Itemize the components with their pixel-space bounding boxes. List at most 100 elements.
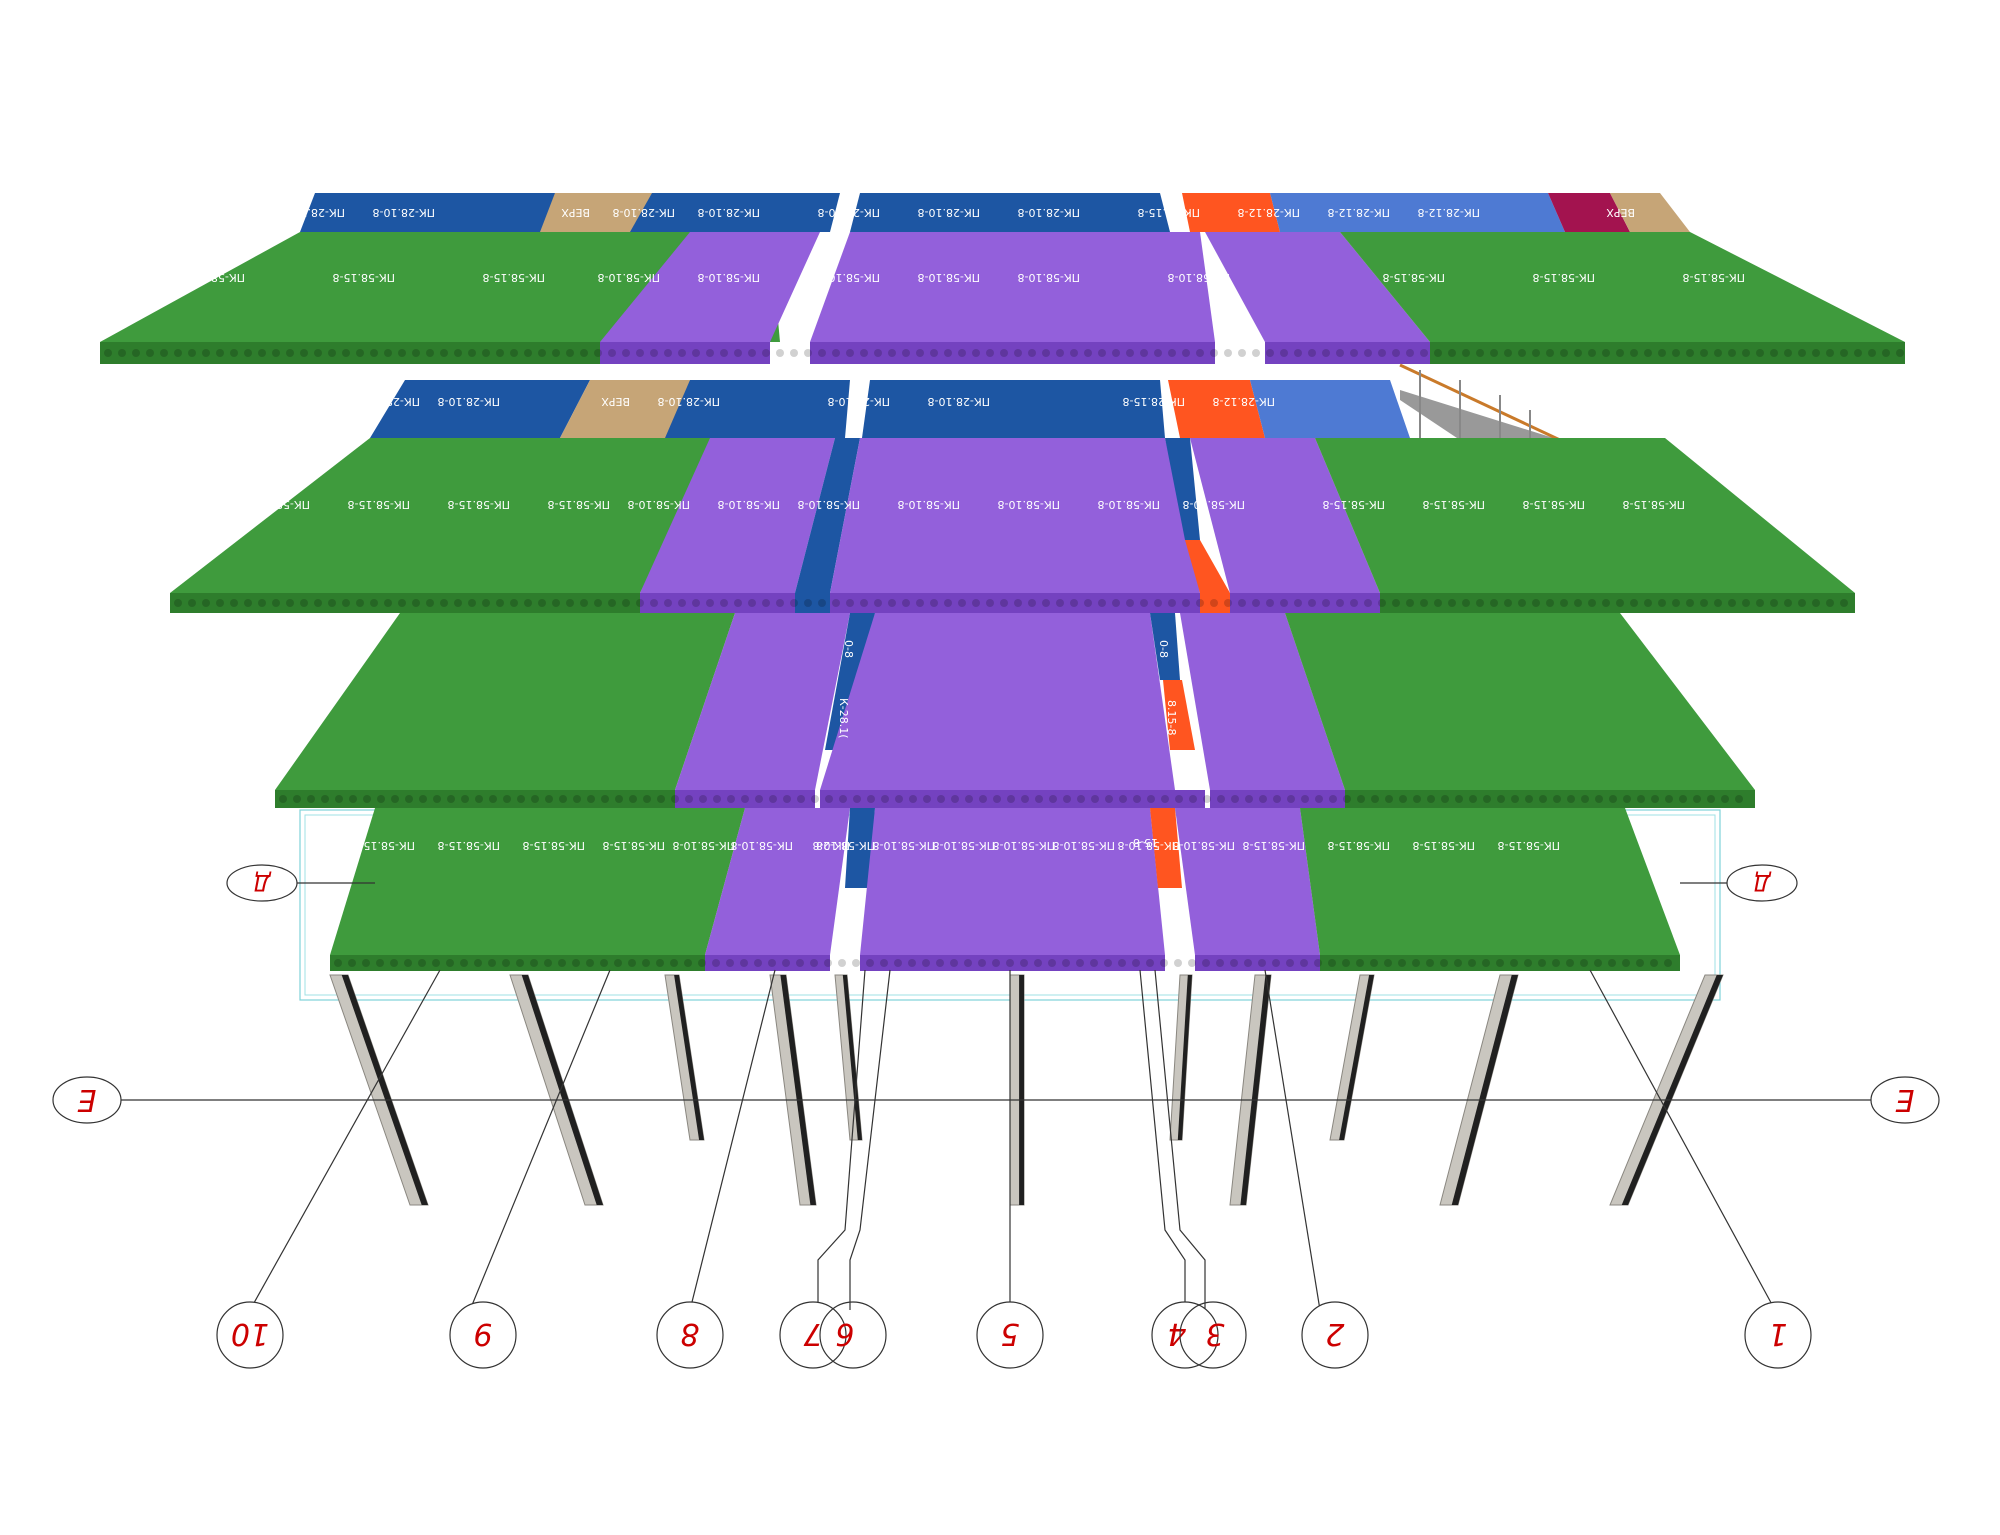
hollow-core: [769, 795, 777, 803]
hollow-core: [930, 349, 938, 357]
hollow-core: [1294, 349, 1302, 357]
hollow-core: [1532, 349, 1540, 357]
axis-lines: [115, 882, 1890, 1311]
hollow-core: [174, 349, 182, 357]
hollow-core: [1133, 795, 1141, 803]
slab-label: ПК-58.15-8: [602, 839, 665, 852]
hollow-core: [866, 959, 874, 967]
hollow-core: [1609, 795, 1617, 803]
slab-label: 8.15-8: [1165, 700, 1178, 735]
slab-label: ПК-28: [816, 839, 850, 852]
axis-bubble-col-7: 7: [779, 1301, 847, 1369]
hollow-core: [853, 795, 861, 803]
hollow-core: [1196, 599, 1204, 607]
hollow-core: [1077, 795, 1085, 803]
hollow-core: [286, 349, 294, 357]
hollow-cores: [104, 349, 1904, 357]
hollow-core: [685, 795, 693, 803]
column-shadow: [1451, 975, 1518, 1205]
axis-bubble-row-left-e: Е: [52, 1076, 122, 1124]
slab-label: ВЕРХ: [561, 206, 590, 219]
slab-label: ПК-28.12-8: [1212, 395, 1275, 408]
hollow-core: [482, 349, 490, 357]
hollow-core: [1525, 795, 1533, 803]
hollow-core: [1636, 959, 1644, 967]
hollow-core: [1398, 959, 1406, 967]
hollow-core: [1168, 349, 1176, 357]
hollow-core: [230, 349, 238, 357]
hollow-core: [1588, 599, 1596, 607]
axis-bubble-col-9: 9: [449, 1301, 517, 1369]
slab-label: ПК-58.15-8: [437, 839, 500, 852]
hollow-core: [1644, 349, 1652, 357]
hollow-core: [1196, 349, 1204, 357]
hollow-core: [1084, 349, 1092, 357]
hollow-core: [1084, 599, 1092, 607]
columns: [329, 974, 1724, 1206]
hollow-core: [1616, 599, 1624, 607]
hollow-core: [1259, 795, 1267, 803]
slab-edge: [810, 342, 1215, 364]
slab-label: ПК-58.10-8: [817, 271, 880, 284]
hollow-core: [1742, 349, 1750, 357]
hollow-core: [461, 795, 469, 803]
hollow-core: [1728, 599, 1736, 607]
hollow-core: [524, 599, 532, 607]
hollow-core: [1217, 795, 1225, 803]
hollow-core: [762, 599, 770, 607]
hollow-core: [1189, 795, 1197, 803]
column-shadow: [1240, 975, 1271, 1205]
column-shadow: [1177, 975, 1192, 1140]
hollow-core: [244, 599, 252, 607]
hollow-core: [552, 599, 560, 607]
slab-label: К-28.1(: [837, 698, 850, 739]
axis-bubble-col-5: 5: [976, 1301, 1044, 1369]
hollow-core: [1238, 349, 1246, 357]
axis-label: Д: [253, 869, 271, 894]
hollow-core: [1560, 349, 1568, 357]
hollow-core: [1714, 349, 1722, 357]
hollow-core: [622, 349, 630, 357]
hollow-core: [503, 795, 511, 803]
slab-edge: [1210, 790, 1345, 808]
slab-edge: [1430, 342, 1905, 364]
slab-label: ПК-58.10-8: [1052, 839, 1115, 852]
slab-green: [1285, 613, 1755, 790]
hollow-core: [1216, 959, 1224, 967]
hollow-core: [272, 349, 280, 357]
hollow-core: [1210, 599, 1218, 607]
slab-edge: [1195, 955, 1320, 971]
hollow-core: [1174, 959, 1182, 967]
hollow-core: [384, 599, 392, 607]
slab-label: ПК-28.10-8: [357, 395, 420, 408]
hollow-core: [1063, 795, 1071, 803]
hollow-core: [712, 959, 720, 967]
slab-label: ПК-58.15-8: [522, 839, 585, 852]
hollow-core: [1665, 795, 1673, 803]
slab-label: ПК-28.12-8: [1417, 206, 1480, 219]
hollow-core: [1286, 959, 1294, 967]
axis-bubble-row-right-e: Е: [1870, 1076, 1940, 1124]
slab-label: ПК-58.15-8: [547, 498, 610, 511]
hollow-core: [433, 795, 441, 803]
hollow-core: [1552, 959, 1560, 967]
hollow-core: [1651, 795, 1659, 803]
hollow-core: [370, 599, 378, 607]
hollow-core: [405, 795, 413, 803]
hollow-core: [1482, 959, 1490, 967]
hollow-core: [1244, 959, 1252, 967]
hollow-core: [1370, 959, 1378, 967]
hollow-core: [726, 959, 734, 967]
hollow-core: [1434, 349, 1442, 357]
hollow-core: [1070, 599, 1078, 607]
hollow-core: [706, 349, 714, 357]
slab-crimson: [1548, 193, 1630, 232]
hollow-core: [594, 349, 602, 357]
hollow-core: [978, 959, 986, 967]
slab-label: ПК-58.15-8: [482, 271, 545, 284]
floor-level-2: К-28.1( 0-8 8.15-8 0-8: [275, 613, 1755, 808]
hollow-core: [376, 959, 384, 967]
hollow-core: [1483, 795, 1491, 803]
hollow-core: [768, 959, 776, 967]
slab-label: ПК-58.15-8: [1532, 271, 1595, 284]
